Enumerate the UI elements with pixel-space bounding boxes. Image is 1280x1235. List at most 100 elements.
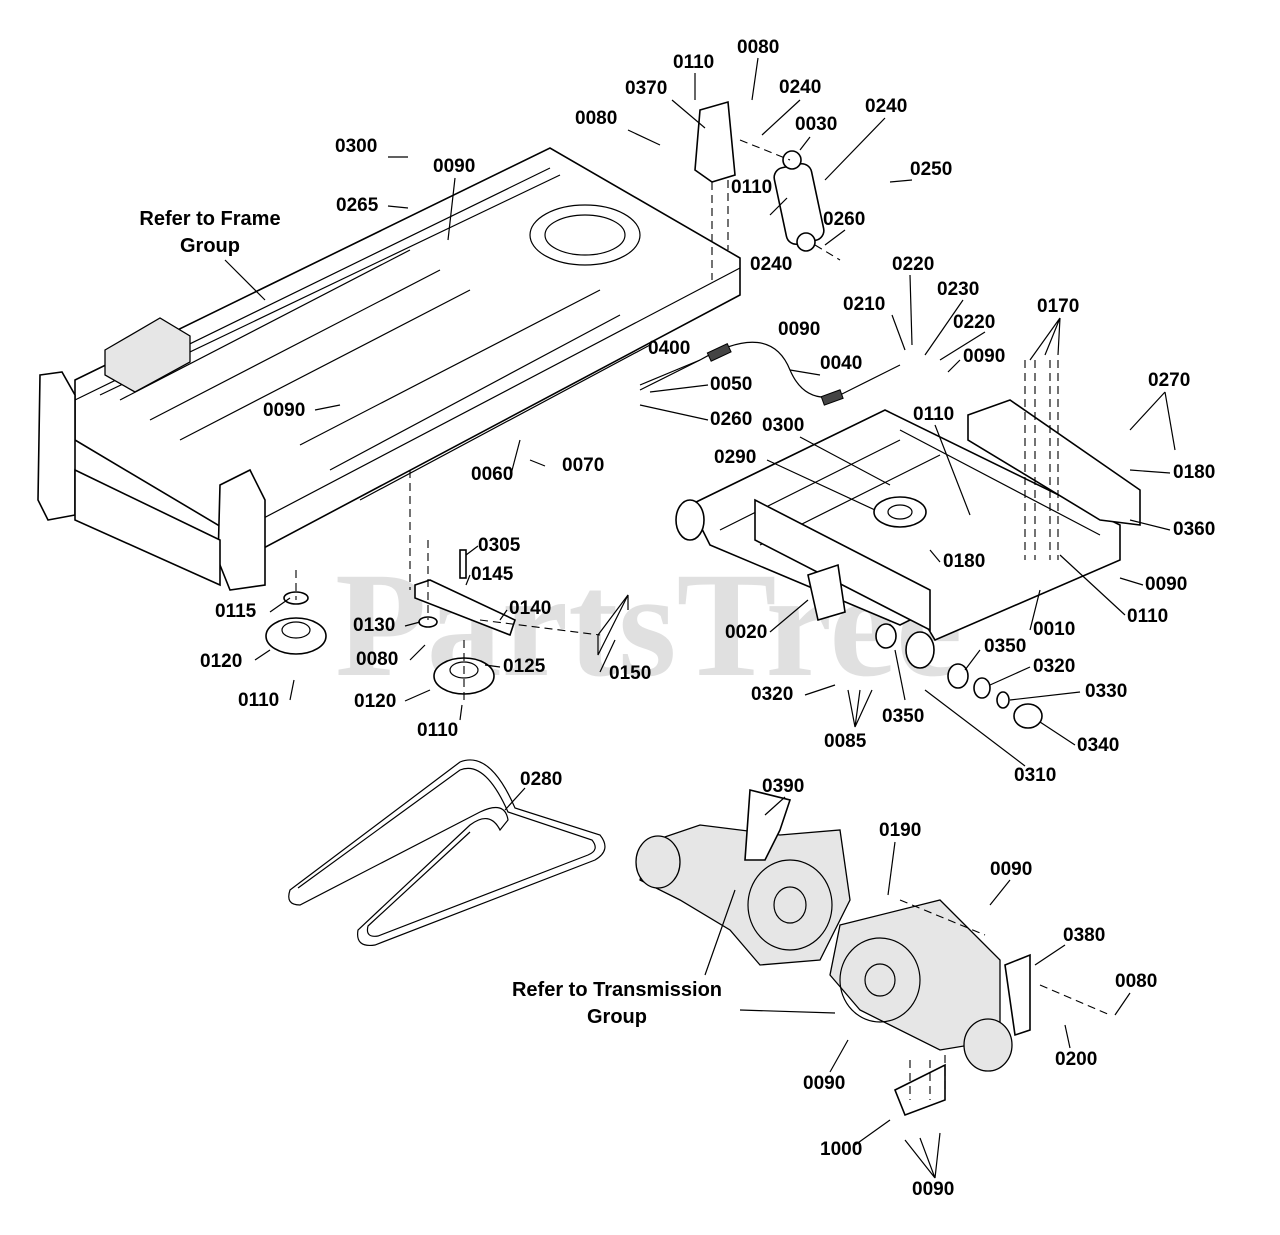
main-frame [37,147,741,591]
bracket-1000 [893,1063,946,1117]
callout-labels: 0110 0080 0370 0240 0080 0030 0240 0300 … [200,37,1215,1200]
callout: 0125 [503,656,546,677]
callout: 0360 [1173,519,1215,540]
callout: 0110 [673,52,714,73]
callout: 0390 [762,776,804,797]
drive-belt-0280 [288,759,606,947]
callout: 0010 [1033,619,1075,640]
svg-text:Group: Group [587,1006,647,1028]
svg-text:Group: Group [180,235,240,257]
bracket-0370 [694,100,736,183]
callout: 0090 [778,319,820,340]
callout: 0090 [1145,574,1187,595]
callout: 0240 [750,254,792,275]
callout: 0190 [879,820,921,841]
callout: 0330 [1085,681,1127,702]
callout: 0280 [520,769,562,790]
callout: 0050 [710,374,752,395]
callout: 0200 [1055,1049,1097,1070]
callout: 0020 [725,622,767,643]
callout: 0240 [779,77,821,98]
callout: 0080 [575,108,617,129]
callout: 0110 [417,720,458,741]
pulley-0290 [873,496,927,528]
pulley-left-0120 [265,617,327,655]
callout: 0070 [562,455,604,476]
callout: 0340 [1077,735,1119,756]
callout: 0110 [731,177,772,198]
callout: 0220 [892,254,934,275]
callout: 0110 [1127,606,1168,627]
callout: 0145 [471,564,514,585]
callout: 0320 [751,684,793,705]
callout: 0080 [356,649,398,670]
idler-assembly [265,470,629,700]
bracket-0380 [1004,953,1031,1037]
callout: 0090 [803,1073,845,1094]
transmission-group-note: Refer to Transmission Group [512,889,836,1028]
pedal-plate [104,317,191,393]
tube-end [675,499,705,541]
callout: 0250 [910,159,952,180]
callout: 0120 [200,651,242,672]
callout: 0170 [1037,296,1079,317]
callout: 0300 [335,136,377,157]
rail-0360 [967,399,1141,526]
callout: 0090 [433,156,475,177]
bushing-0350 [875,623,897,649]
callout: 0370 [625,78,667,99]
callout: 0030 [795,114,837,135]
callout: 0090 [912,1179,954,1200]
leader-lines [254,57,1176,1179]
shock-assembly [694,100,841,280]
callout: 0320 [1033,656,1075,677]
transmission [635,788,1111,1117]
callout: 0110 [238,690,279,711]
callout: 0115 [215,601,257,622]
callout: 0110 [913,404,954,425]
callout: 0350 [984,636,1026,657]
svg-text:Refer to Frame: Refer to Frame [139,208,280,230]
callout: 0230 [937,279,979,300]
callout: 0260 [710,409,752,430]
callout: 0380 [1063,925,1105,946]
callout: 0085 [824,731,867,752]
callout: 0220 [953,312,995,333]
callout: 0210 [843,294,885,315]
callout: 0300 [762,415,804,436]
tube-0010 [754,498,931,632]
callout: 0080 [1115,971,1157,992]
right-bracket [217,468,266,591]
callout: 0305 [478,535,521,556]
callout: 0240 [865,96,907,117]
callout: 0120 [354,691,396,712]
callout: 0140 [509,598,551,619]
cap-0340 [1013,703,1043,729]
callout: 0350 [882,706,924,727]
callout: 0090 [990,859,1032,880]
callout: 0060 [471,464,513,485]
control-cable [639,341,901,406]
left-bracket [37,371,76,521]
callout: 0310 [1014,765,1056,786]
callout: 0265 [336,195,379,216]
callout: 0180 [943,551,985,572]
callout: 0090 [263,400,305,421]
callout: 0290 [714,447,756,468]
svg-text:Refer to Transmission: Refer to Transmission [512,979,722,1001]
bolt-0305 [459,549,467,579]
callout: 0090 [963,346,1005,367]
callout: 0270 [1148,370,1190,391]
sub-frame [675,360,1141,729]
pulley-right-0120 [433,657,495,695]
callout: 0040 [820,353,862,374]
bracket-0020 [807,563,846,622]
callout: 1000 [820,1139,862,1160]
callout: 0080 [737,37,779,58]
callout: 0130 [353,615,395,636]
callout: 0180 [1173,462,1215,483]
callout: 0150 [609,663,651,684]
callout: 0400 [648,338,690,359]
callout: 0260 [823,209,865,230]
